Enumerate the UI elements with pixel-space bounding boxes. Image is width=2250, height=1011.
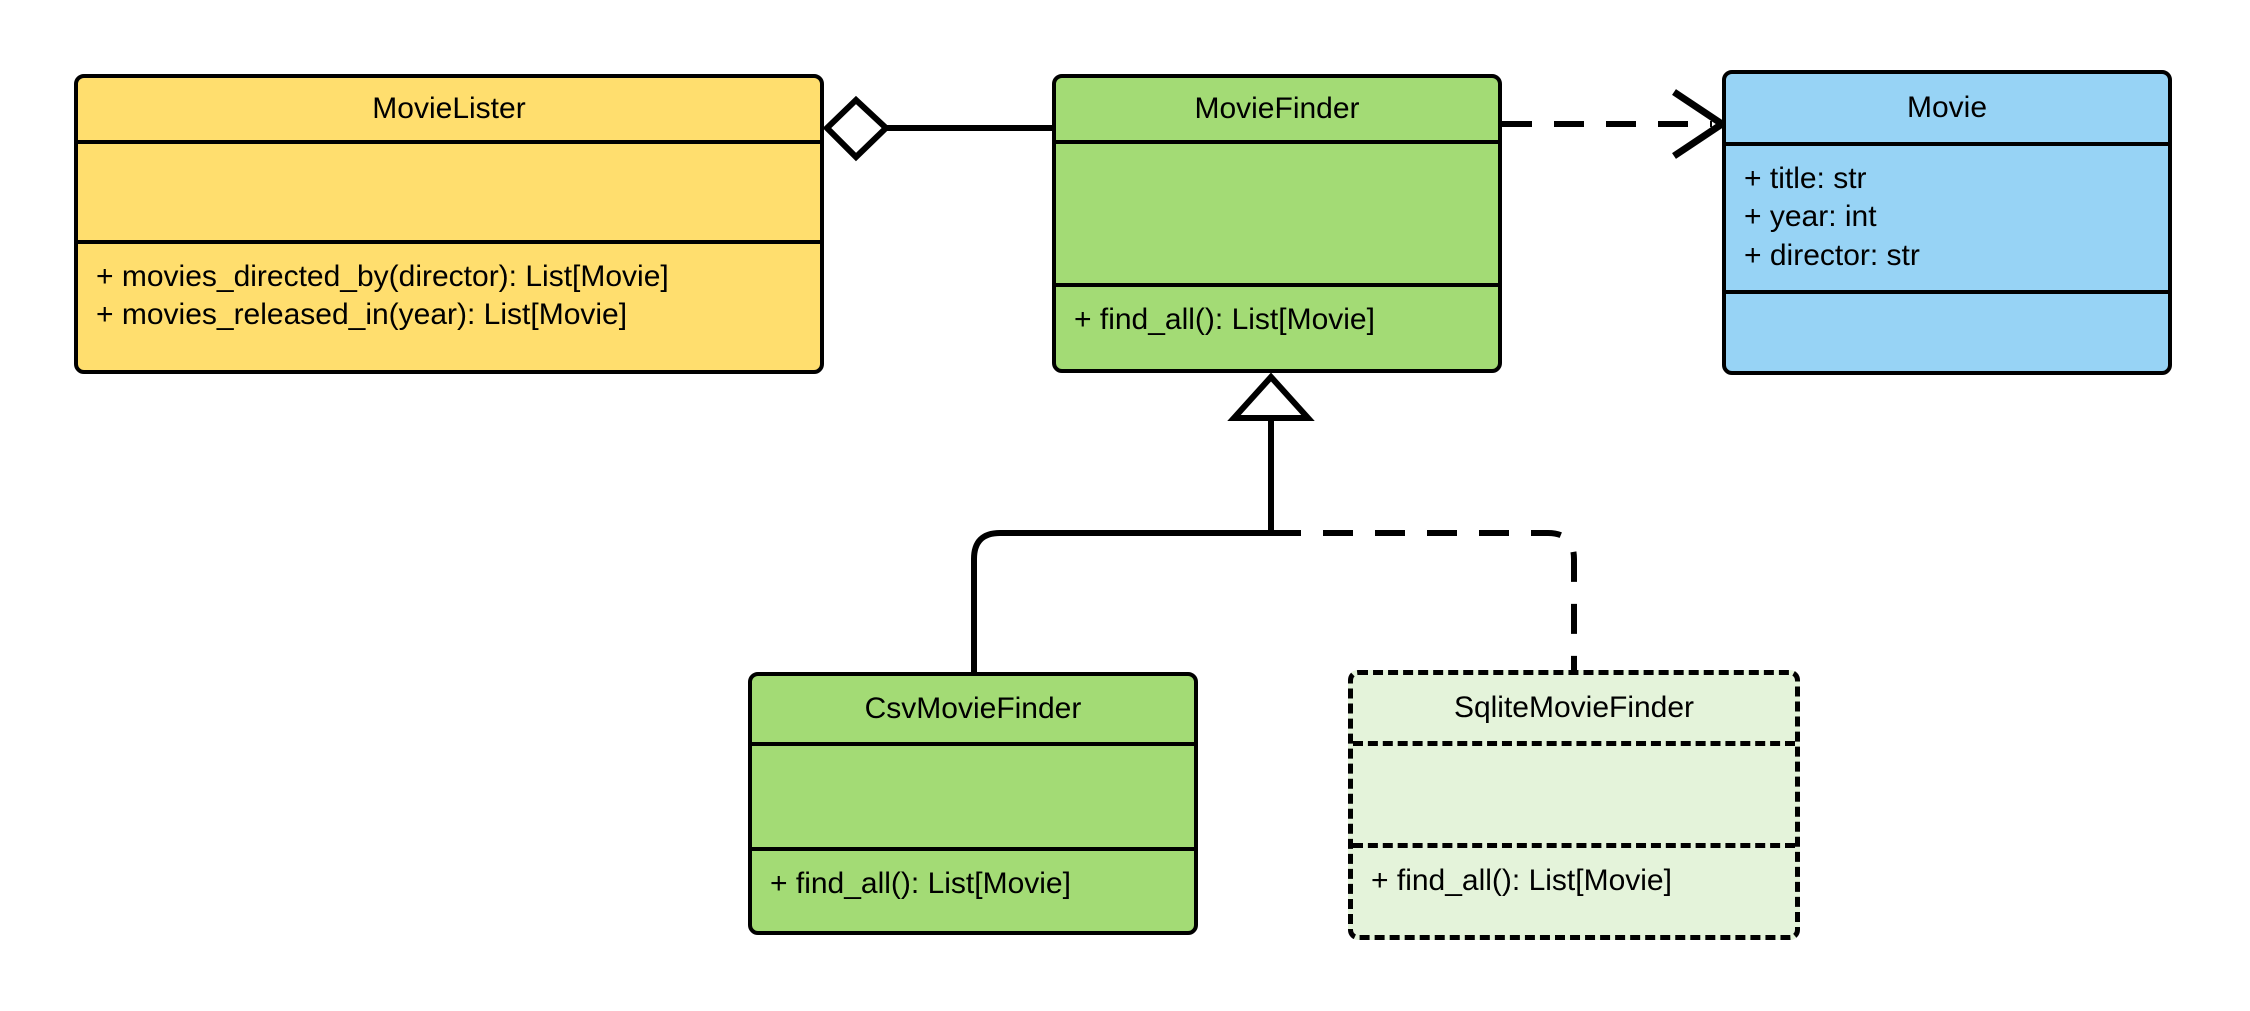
aggregation-lister-finder [822,95,1052,162]
attributes-compartment-csv-movie-finder [752,742,1194,847]
class-title-csv-movie-finder: CsvMovieFinder [864,692,1082,725]
class-box-movie-lister[interactable]: MovieLister + movies_directed_by(directo… [74,74,824,374]
generalization-riser [1227,372,1315,533]
methods-compartment-csv-movie-finder: + find_all(): List[Movie] [752,847,1194,931]
class-title-movie-finder: MovieFinder [1194,92,1360,125]
method-line: + find_all(): List[Movie] [1074,303,1375,336]
methods-compartment-movie-lister: + movies_directed_by(director): List[Mov… [78,240,820,370]
class-title-movie-lister: MovieLister [372,92,526,125]
hollow-triangle-icon [1227,372,1315,421]
dependency-finder-movie [1502,89,1729,159]
attribute-line: + year: int [1744,200,1877,234]
class-title-sqlite-movie-finder: SqliteMovieFinder [1453,691,1695,724]
class-box-csv-movie-finder[interactable]: CsvMovieFinder + find_all(): List[Movie] [748,672,1198,935]
method-line: + movies_released_in(year): List[Movie] [96,298,628,332]
methods-compartment-movie [1726,290,2168,371]
attribute-line: + title: str [1744,162,1867,195]
method-line: + movies_directed_by(director): List[Mov… [96,260,669,293]
attributes-compartment-movie-finder [1056,140,1498,283]
class-title-movie: Movie [1906,91,1988,124]
class-box-movie[interactable]: Movie + title: str + year: int + directo… [1722,70,2172,375]
class-box-movie-finder[interactable]: MovieFinder + find_all(): List[Movie] [1052,74,1502,373]
inheritance-sqlite-finder-line [1271,530,1577,670]
attributes-compartment-movie-lister [78,140,820,240]
inheritance-csv-finder-line [971,530,1271,672]
attributes-compartment-sqlite-movie-finder [1353,741,1795,843]
open-arrow-icon [1672,89,1729,159]
methods-compartment-sqlite-movie-finder: + find_all(): List[Movie] [1353,843,1795,935]
method-line: + find_all(): List[Movie] [1371,864,1672,897]
attributes-compartment-movie: + title: str + year: int + director: str [1726,142,2168,290]
method-line: + find_all(): List[Movie] [770,867,1071,900]
class-box-sqlite-movie-finder[interactable]: SqliteMovieFinder + find_all(): List[Mov… [1348,670,1800,940]
methods-compartment-movie-finder: + find_all(): List[Movie] [1056,283,1498,369]
attribute-line: + director: str [1744,238,1920,272]
hollow-diamond-icon [822,95,891,162]
